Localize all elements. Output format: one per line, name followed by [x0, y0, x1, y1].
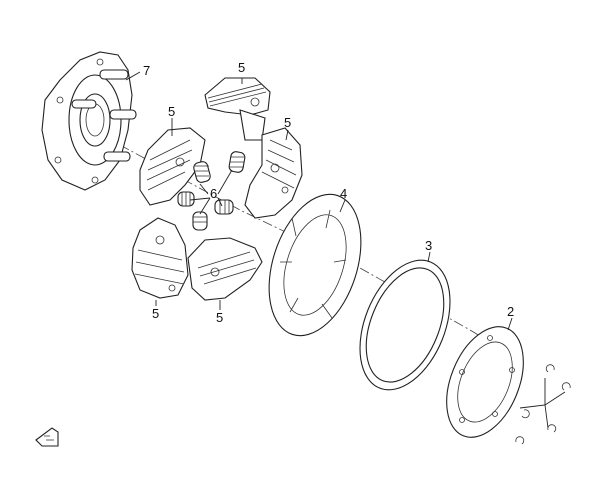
spring [177, 191, 195, 207]
label-springs: 6 [210, 186, 217, 201]
label-shoe-right: 5 [284, 115, 291, 130]
shoe-segment-left [139, 127, 206, 206]
shoe-segment-bottom-right [187, 237, 263, 301]
clutch-plate [268, 193, 362, 337]
shoe-segment-top [204, 77, 271, 141]
retainer-plate [446, 326, 524, 438]
label-clutch-hub: 7 [143, 63, 150, 78]
arrow-badge-icon [35, 427, 59, 447]
retaining-clips [515, 364, 571, 445]
spring [228, 151, 246, 173]
label-shoe-top: 5 [238, 60, 245, 75]
leader-4 [339, 199, 346, 213]
label-shoe-left: 5 [168, 104, 175, 119]
label-shoe-bottom-right: 5 [216, 310, 223, 325]
leader-2 [507, 317, 513, 331]
shoe-segment-bottom-left [131, 217, 189, 299]
label-plate: 4 [340, 186, 347, 201]
label-shoe-bottom-left: 5 [152, 306, 159, 321]
leader-5-right [285, 129, 289, 141]
label-friction-ring: 3 [425, 238, 432, 253]
shoe-segment-right [244, 127, 303, 219]
leader-3 [427, 251, 431, 263]
spring [214, 199, 234, 215]
leader-7 [125, 71, 141, 81]
friction-ring [359, 259, 451, 391]
clutch-hub [41, 51, 137, 191]
label-retainer-plate: 2 [507, 304, 514, 319]
spring [193, 161, 211, 183]
leader-6 [189, 169, 233, 215]
springs-group [177, 151, 246, 231]
spring [192, 211, 208, 231]
